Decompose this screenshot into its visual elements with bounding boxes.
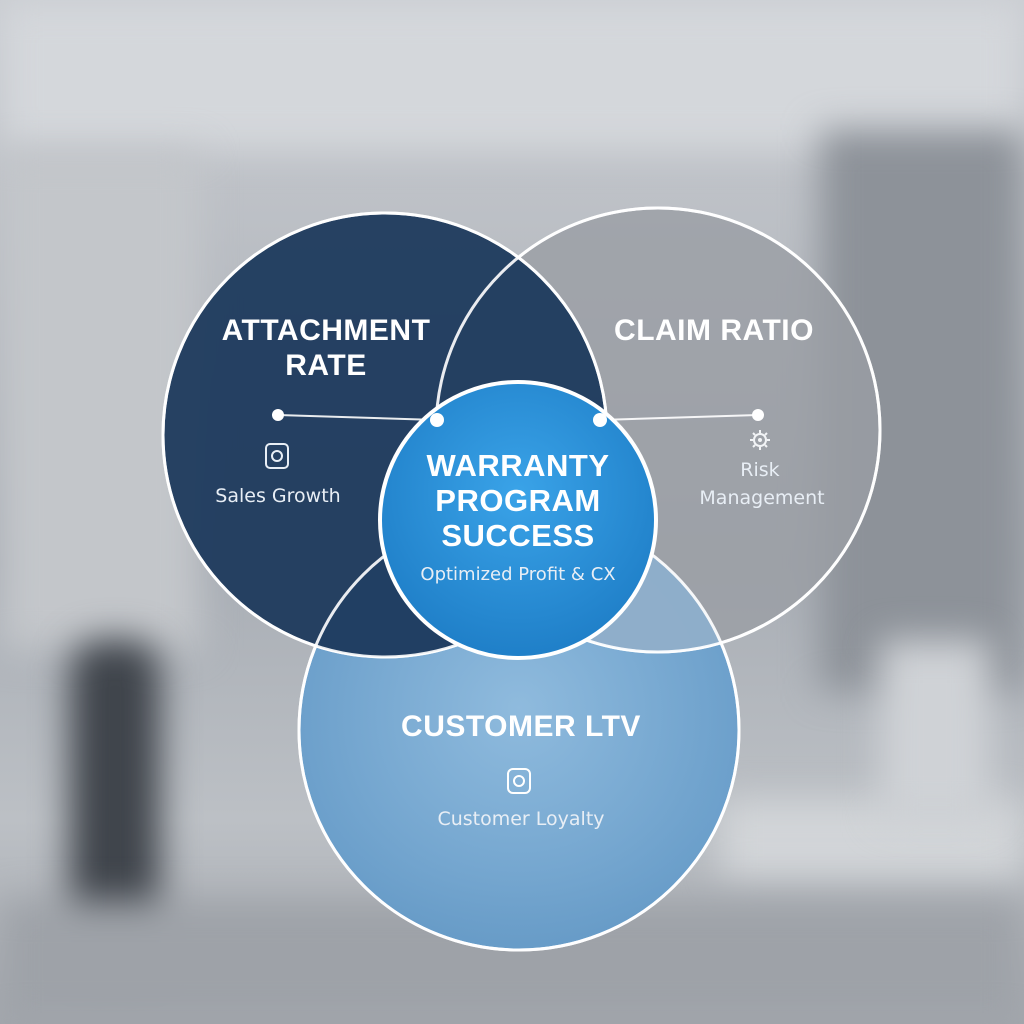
claim-ratio-sub-label-line-1: Risk [740,459,779,481]
gear-icon [750,430,770,450]
right-connector-dot-inner [593,413,607,427]
center-sub-label: Optimized Profit & CX [420,564,615,585]
attachment-ltv-overlap [299,510,607,657]
left-connector-dot-outer [272,409,284,421]
center-title-line-3: SUCCESS [441,518,594,553]
attachment-rate-title-line-2: RATE [285,349,366,382]
attachment-rate-title-line-1: ATTACHMENT [222,314,431,347]
claim-ltv-overlap [436,510,739,652]
left-connector-line [277,414,438,421]
claim-ratio-sub-label-line-2: Management [699,487,824,509]
attachment-rate-sub-label: Sales Growth [215,485,340,507]
claim-ratio-title: CLAIM RATIO [614,314,814,347]
left-connector-dot-inner [430,413,444,427]
right-connector-line [599,414,759,421]
customer-ltv-title: CUSTOMER LTV [401,710,641,743]
shield-icon [265,443,289,469]
customer-ltv-sub-label: Customer Loyalty [437,808,604,830]
loyalty-icon [507,768,531,794]
right-connector-dot-outer [752,409,764,421]
center-title-line-2: PROGRAM [435,483,600,518]
center-title-line-1: WARRANTY [426,448,609,483]
center-circle [378,380,658,660]
